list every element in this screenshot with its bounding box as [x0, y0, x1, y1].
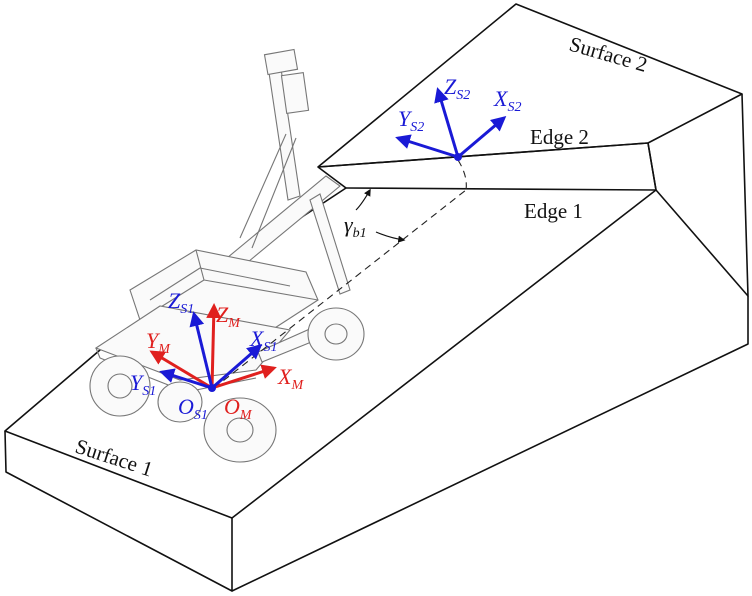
frame-m-z-axis: [206, 303, 222, 389]
surface-2-label: Surface 2: [567, 32, 650, 77]
rover-wheel-front-left: [89, 355, 151, 417]
frame-s1-origin-label: OS1: [178, 394, 208, 423]
frame-m: ZM XM YM OM: [146, 302, 304, 423]
plateau-right-side: [647, 93, 749, 297]
frame-s1-origin-dot: [208, 384, 216, 392]
frame-s2-x-label: XS2: [493, 86, 521, 115]
frame-s1-y-label: YS1: [130, 370, 156, 399]
frame-s1-x-label: XS1: [249, 326, 277, 355]
frame-m-y-axis: [149, 350, 213, 390]
rover-camera-head: [263, 48, 299, 76]
edge-2-label: Edge 2: [530, 125, 589, 149]
step-riser-right: [647, 142, 657, 191]
frame-m-origin-label: OM: [224, 394, 253, 423]
frame-s1-y-axis: [159, 368, 213, 390]
angle-gamma-b1: γb1: [344, 188, 406, 243]
frame-s2-y-axis: [395, 134, 459, 159]
frame-s2: ZS2 XS2 YS2: [395, 74, 521, 161]
frame-m-y-label: YM: [146, 328, 171, 357]
terrain-block: [4, 3, 749, 592]
step-riser: [317, 166, 347, 189]
frame-s2-origin-dot: [454, 153, 462, 161]
rover-arm-brace: [239, 133, 297, 249]
rover-wheel-right: [307, 307, 365, 361]
rover-linkage: [309, 193, 351, 295]
rover-wheel-rear-left: [203, 397, 277, 463]
edge-1-line: [345, 187, 657, 191]
frame-s2-x-axis: [457, 116, 507, 159]
frame-s2-y-label: YS2: [398, 106, 424, 135]
block-front-right: [231, 296, 749, 592]
frame-m-z-label: ZM: [216, 302, 241, 331]
frame-s1: ZS1 XS1 YS1 OS1: [130, 288, 277, 423]
rover-wheel-mid: [157, 381, 203, 423]
frame-s2-z-label: ZS2: [444, 74, 470, 103]
rover: [89, 48, 365, 463]
frame-s1-x-axis: [211, 344, 263, 390]
frame-s1-z-axis: [189, 311, 214, 389]
edge-2-line: [317, 142, 649, 168]
edge-1-label: Edge 1: [524, 199, 583, 223]
frame-s1-z-label: ZS1: [168, 288, 194, 317]
block-front-left: [4, 430, 233, 592]
frame-m-x-axis: [211, 364, 277, 390]
frame-s2-z-axis: [434, 87, 460, 158]
frame-m-x-label: XM: [277, 364, 304, 393]
surface-1-label: Surface 1: [72, 434, 155, 482]
rover-camera-box: [280, 72, 310, 114]
angle-label: γb1: [344, 212, 367, 241]
dashed-vertical-arc: [457, 159, 467, 191]
